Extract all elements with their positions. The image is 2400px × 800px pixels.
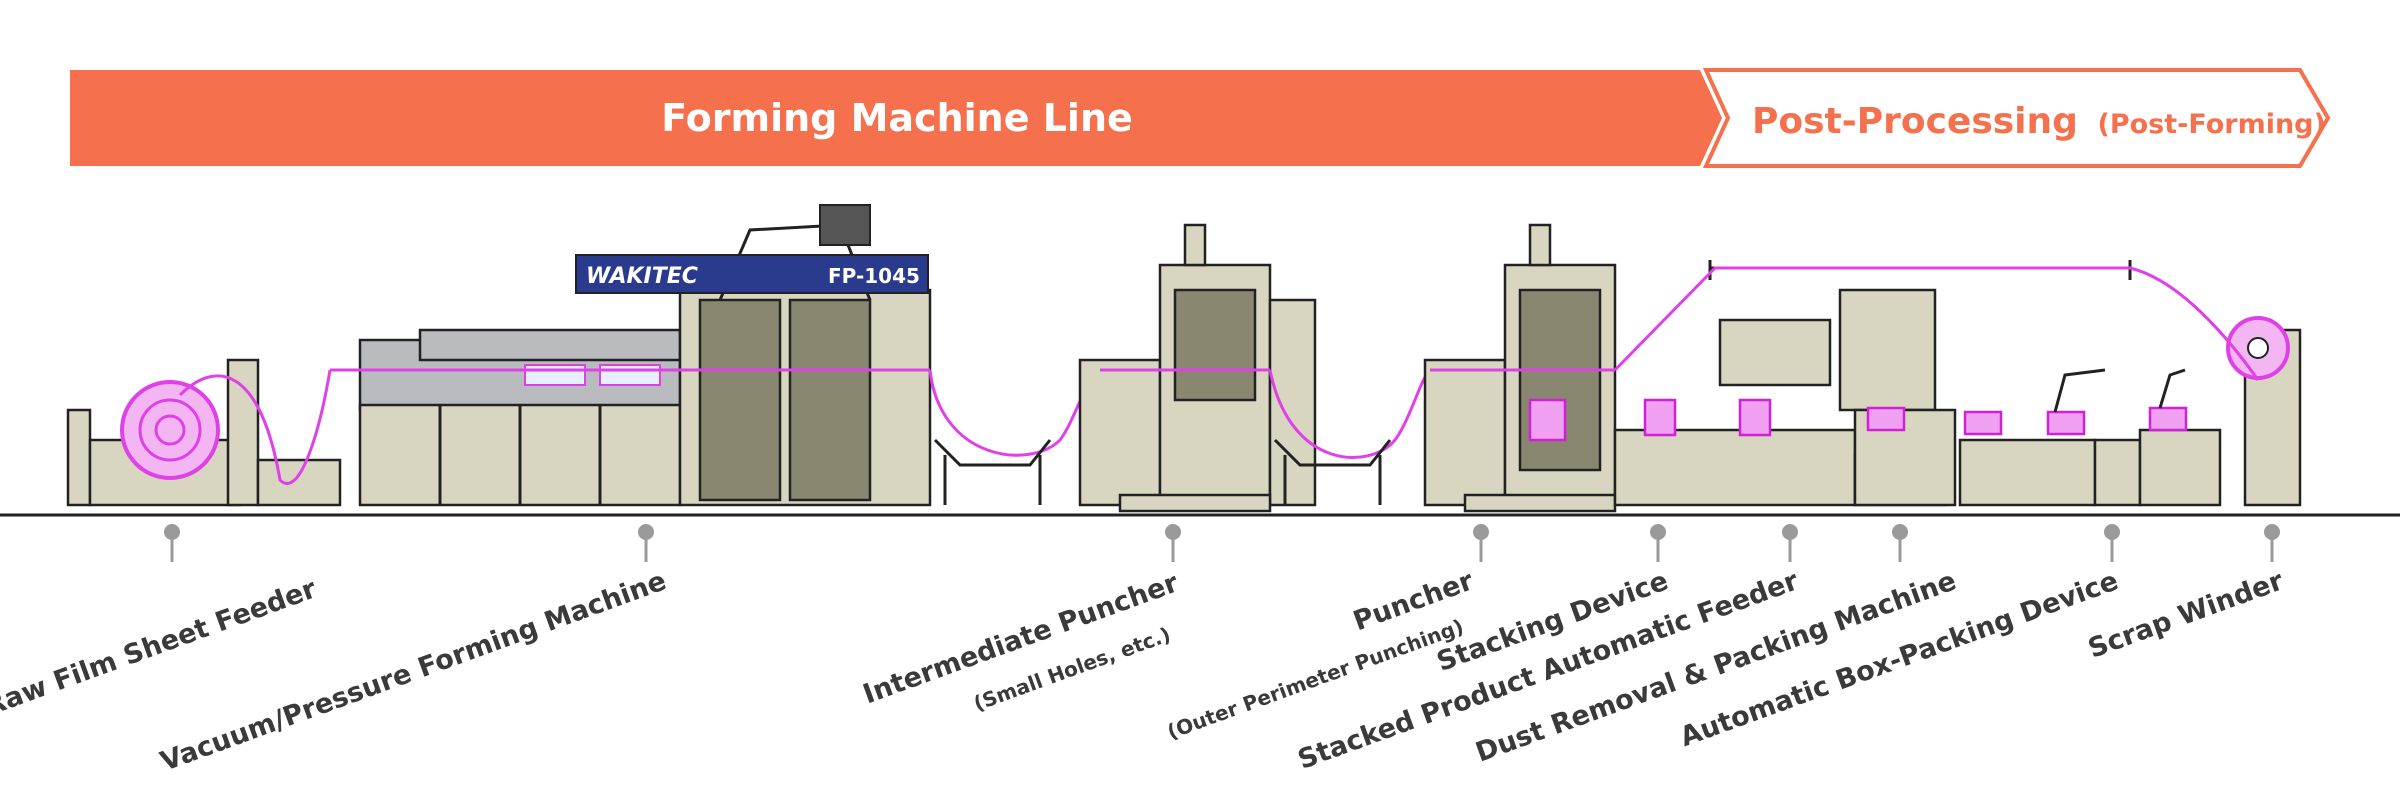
dust-removal-drawing (1838, 288, 1957, 507)
station-pin (2104, 524, 2120, 540)
raw-film-feeder-drawing (66, 358, 342, 507)
scrap-winder-drawing (1613, 266, 2302, 507)
wakitec-sign (575, 254, 929, 294)
post-processing-sub: (Post-Forming) (2098, 109, 2326, 140)
station-label: Vacuum/Pressure Forming Machine (157, 565, 671, 777)
station-pin (1473, 524, 1489, 540)
station-pin (1650, 524, 1666, 540)
box-packing-drawing (1958, 368, 2222, 507)
forming-line-banner (70, 70, 1722, 166)
intermediate-puncher-drawing (1078, 223, 1317, 513)
post-processing-title: Post-Processing (Post-Forming) (1752, 101, 2326, 142)
station-pin (1165, 524, 1181, 540)
station-pin (638, 524, 654, 540)
puncher-drawing (1423, 223, 1617, 513)
station-pin (1892, 524, 1908, 540)
forming-line-title: Forming Machine Line (661, 96, 1133, 140)
station-pin (2264, 524, 2280, 540)
post-processing-main: Post-Processing (1752, 101, 2078, 142)
station-pin (1782, 524, 1798, 540)
film-sag-1 (928, 368, 1101, 457)
post-processing-banner (1702, 68, 2331, 168)
station-raw-film-sheet-feeder: Raw Film Sheet Feeder (0, 524, 321, 722)
brand-name: WAKITEC (586, 264, 698, 289)
station-label: Raw Film Sheet Feeder (0, 573, 321, 722)
station-intermediate-puncher: Intermediate Puncher(Small Holes, etc.) (859, 524, 1183, 716)
station-vacuum-pressure-forming-machine: Vacuum/Pressure Forming Machine (157, 524, 671, 778)
header-banner: Forming Machine Line Post-Processing (Po… (70, 68, 2331, 168)
station-pin (164, 524, 180, 540)
brand-model: FP-1045 (828, 264, 920, 288)
forming-machine-drawing: WAKITEC FP-1045 (330, 204, 932, 507)
